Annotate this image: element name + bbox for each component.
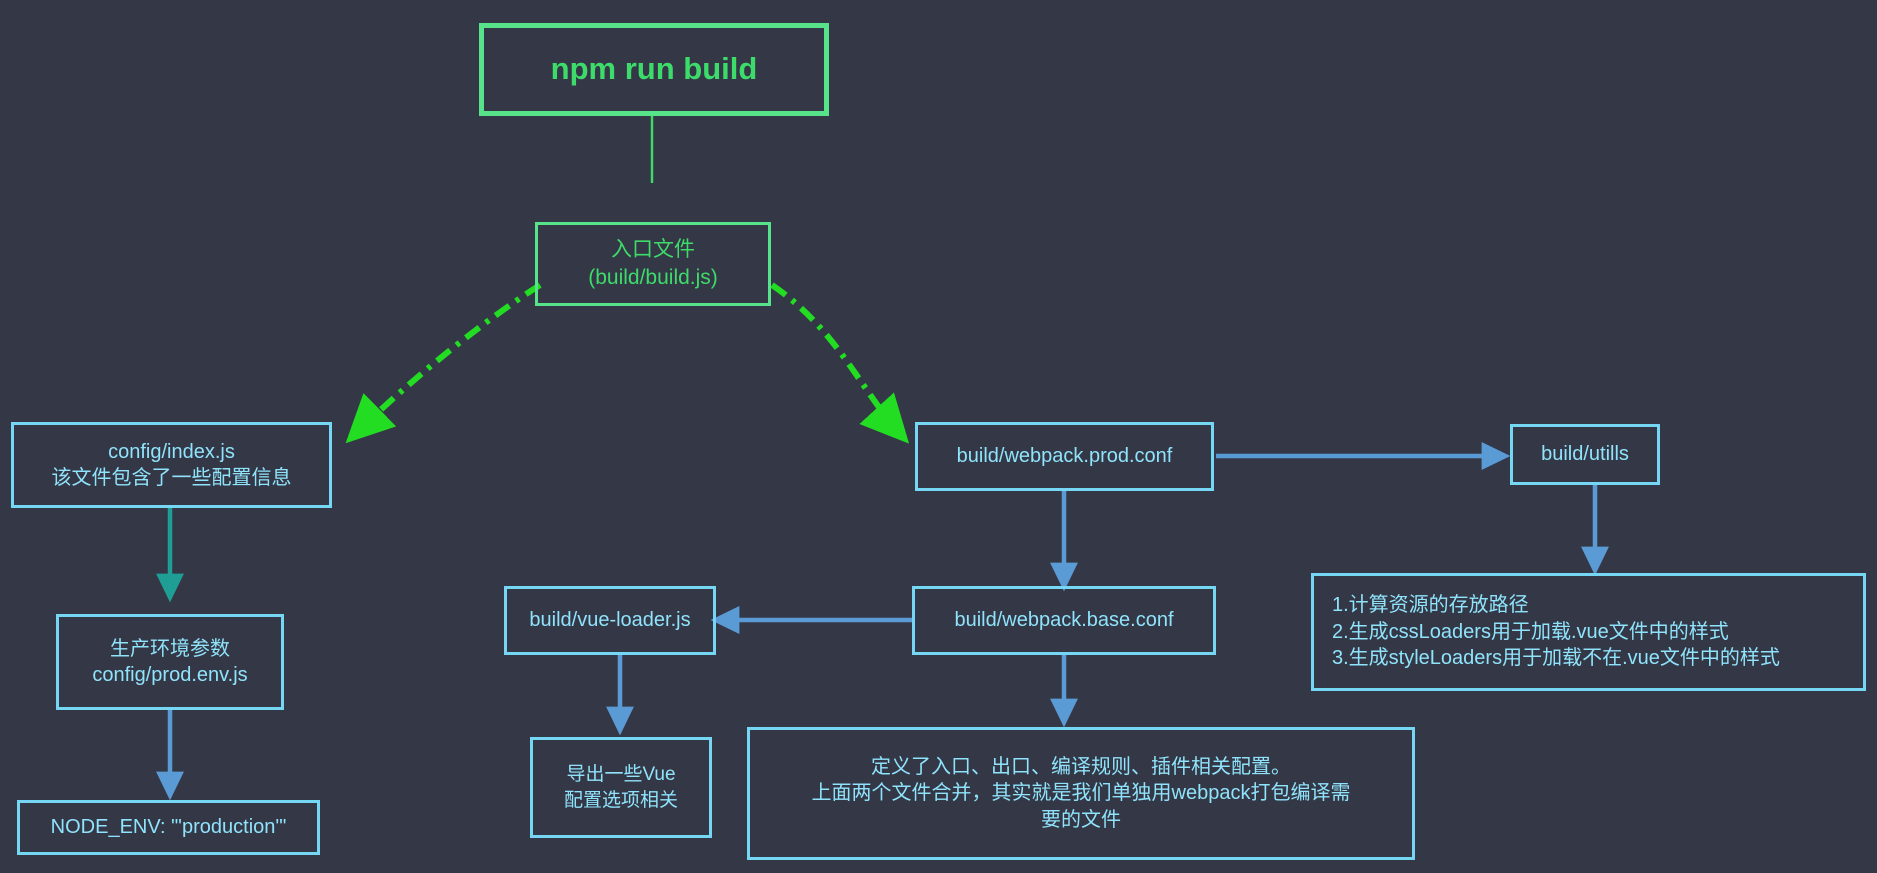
node-config-index-label: config/index.js 该文件包含了一些配置信息 [51,440,292,489]
node-webpack-prod-conf[interactable]: build/webpack.prod.conf [915,422,1214,491]
node-webpack-base-conf[interactable]: build/webpack.base.conf [912,586,1216,655]
node-vue-loader-desc[interactable]: 导出一些Vue 配置选项相关 [530,737,712,838]
node-webpack-prod-conf-label: build/webpack.prod.conf [956,445,1173,468]
node-base-desc-label: 定义了入口、出口、编译规则、插件相关配置。 上面两个文件合并，其实就是我们单独用… [811,755,1351,831]
node-npm-run-build[interactable]: npm run build [479,23,829,116]
node-base-desc[interactable]: 定义了入口、出口、编译规则、插件相关配置。 上面两个文件合并，其实就是我们单独用… [747,727,1415,860]
node-webpack-base-conf-label: build/webpack.base.conf [954,609,1174,632]
node-vue-loader[interactable]: build/vue-loader.js [504,586,716,655]
node-vue-loader-desc-label: 导出一些Vue 配置选项相关 [563,764,678,811]
node-entry-file-label: 入口文件 (build/build.js) [588,238,718,289]
node-node-env-label: NODE_ENV: "'production'" [50,816,287,839]
node-utills-desc[interactable]: 1.计算资源的存放路径 2.生成cssLoaders用于加载.vue文件中的样式… [1311,573,1866,691]
node-utills-desc-label: 1.计算资源的存放路径 2.生成cssLoaders用于加载.vue文件中的样式… [1332,594,1780,670]
node-vue-loader-label: build/vue-loader.js [529,609,691,632]
node-npm-run-build-label: npm run build [550,51,758,87]
edge-entry-to-config-index [345,282,542,444]
node-entry-file[interactable]: 入口文件 (build/build.js) [535,222,771,306]
node-build-utills-label: build/utills [1541,443,1629,466]
node-node-env[interactable]: NODE_ENV: "'production'" [17,800,320,855]
node-prod-env[interactable]: 生产环境参数 config/prod.env.js [56,614,284,710]
edge-entry-to-webpack-prod [770,282,910,444]
node-build-utills[interactable]: build/utills [1510,424,1660,485]
node-config-index[interactable]: config/index.js 该文件包含了一些配置信息 [11,422,332,508]
node-prod-env-label: 生产环境参数 config/prod.env.js [92,637,248,686]
